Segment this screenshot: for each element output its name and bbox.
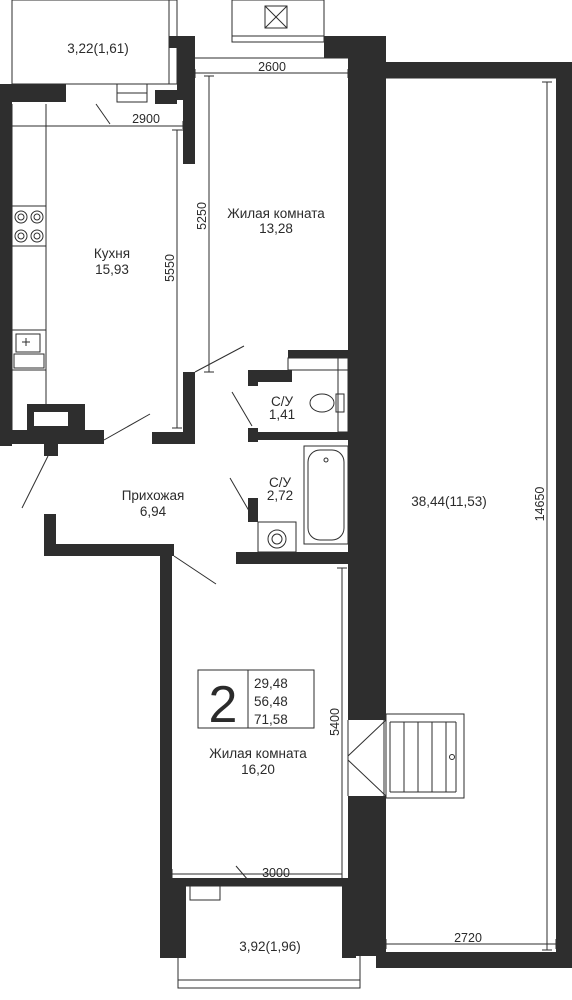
area-total: 56,48	[254, 694, 288, 709]
rooms-count: 2	[209, 676, 238, 734]
dim-2720: 2720	[454, 931, 482, 945]
terrace-area: 38,44(11,53)	[411, 494, 487, 509]
walls	[0, 36, 572, 968]
area-living: 29,48	[254, 676, 288, 691]
bath2-name: С/У	[269, 475, 292, 490]
dim-14650: 14650	[533, 487, 547, 522]
dim-5400: 5400	[328, 708, 342, 736]
balcony-top-area: 3,22(1,61)	[67, 41, 129, 56]
kitchen-counter	[12, 104, 47, 404]
kitchen-area: 15,93	[95, 262, 129, 277]
washing-machine-icon	[257, 521, 297, 553]
stove-icon	[11, 205, 47, 247]
balcony-bottom-area: 3,92(1,96)	[239, 939, 301, 954]
toilet-icon	[287, 357, 349, 433]
dim-5550: 5550	[163, 254, 177, 282]
balcony-bottom	[177, 885, 361, 989]
dimension-lines	[11, 69, 557, 951]
hall-name: Прихожая	[122, 488, 185, 503]
area-total-with-terrace: 71,58	[254, 712, 288, 727]
sink-icon	[11, 329, 47, 371]
bath1-name: С/У	[271, 394, 294, 409]
dim-5250: 5250	[195, 202, 209, 230]
living-top-name: Жилая комната	[227, 206, 325, 221]
door-swings	[21, 345, 253, 585]
living-bottom-area: 16,20	[241, 762, 275, 777]
hall-area: 6,94	[140, 504, 167, 519]
dim-3000: 3000	[262, 866, 290, 880]
living-bottom-name: Жилая комната	[209, 746, 307, 761]
windows	[11, 57, 556, 952]
summary-box: 2 29,48 56,48 71,58	[197, 669, 315, 734]
ventilation-icon	[231, 0, 325, 43]
kitchen-name: Кухня	[94, 246, 130, 261]
stairs	[347, 713, 465, 799]
bath2-area: 2,72	[267, 488, 293, 503]
dim-2900: 2900	[132, 112, 160, 126]
bathtub-icon	[303, 445, 349, 545]
living-top-area: 13,28	[259, 221, 293, 236]
bath1-area: 1,41	[269, 407, 295, 422]
dim-2600: 2600	[258, 60, 286, 74]
